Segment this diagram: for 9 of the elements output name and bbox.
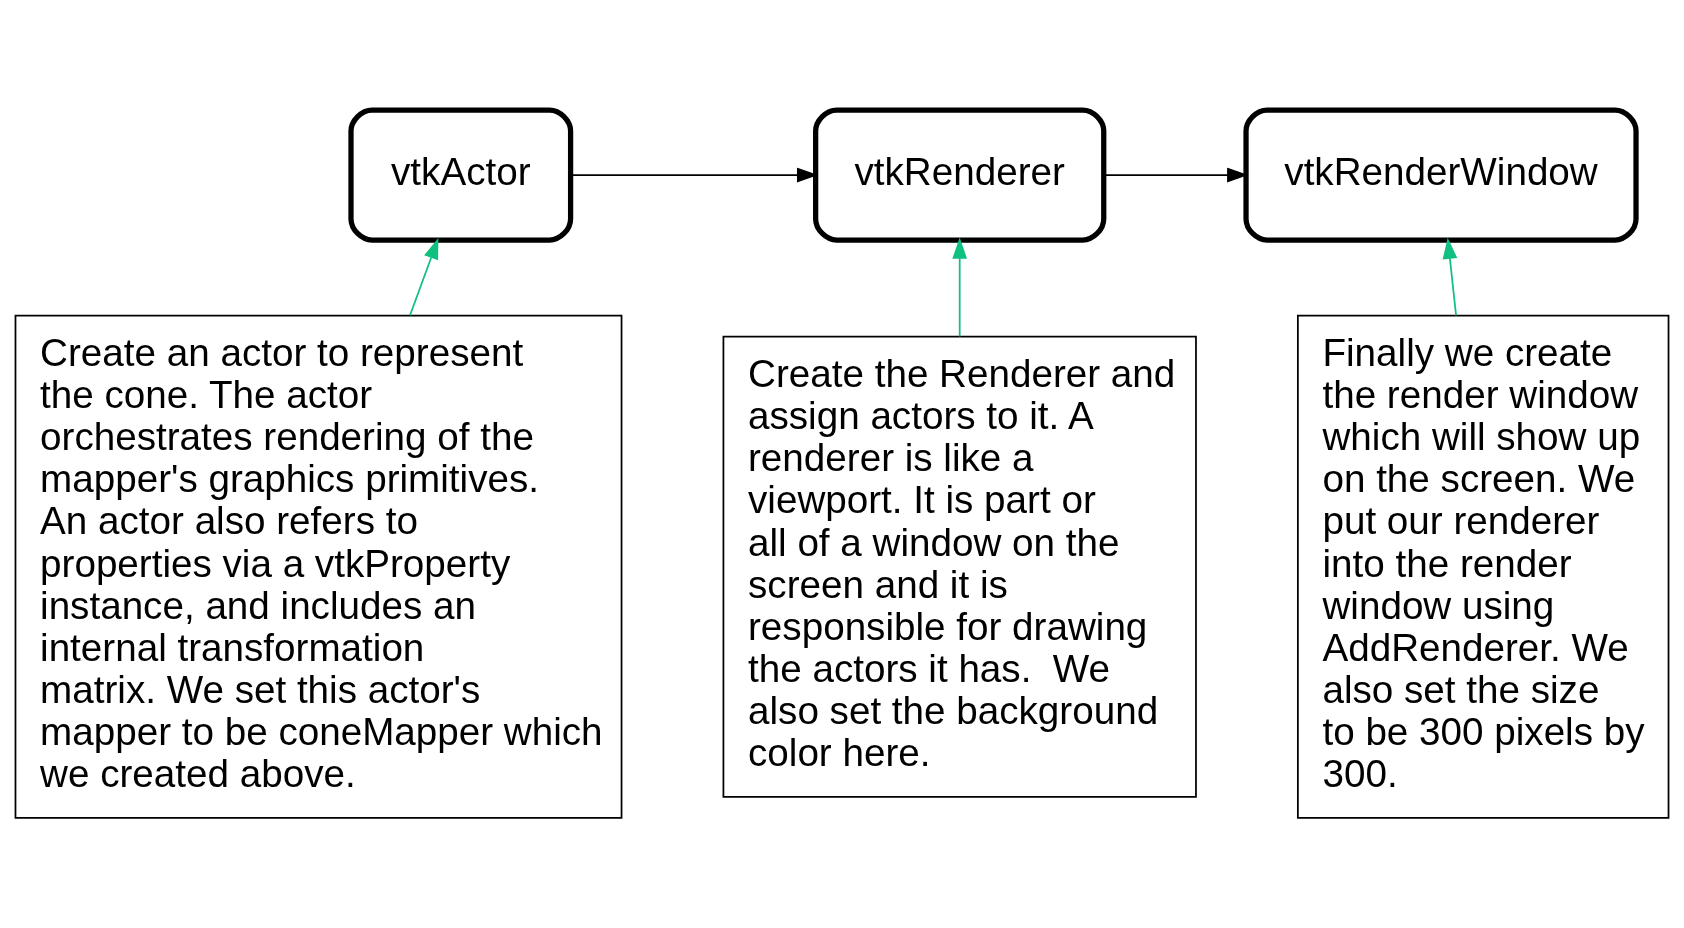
- node-box: Create an actor to represent the cone. The actor orchestrates rendering of the mapper's graphics primitives. An actor also refers to properties via a vtkProperty instance, and includes an internal transformation matrix. We set this actor's mapper to be coneMapper which we created above.: [14, 314, 623, 819]
- arrow: [409, 237, 439, 317]
- node-box: Finally we create the render window which will show up on the screen. We put our renderer into the render window using AddRenderer. We also set the size to be 300 pixels by 300.: [1296, 314, 1670, 819]
- node-box: Create the Renderer and assign actors to it. A renderer is like a viewport. It is part or all of a window on the screen and it is responsible for drawing the actors it has. We also set the background color here.: [722, 335, 1197, 798]
- node-box: vtkActor: [348, 107, 574, 243]
- node-box: vtkRenderWindow: [1243, 107, 1639, 243]
- node-box: vtkRenderer: [813, 107, 1107, 243]
- arrow: [952, 237, 968, 338]
- arrow: [1442, 237, 1458, 317]
